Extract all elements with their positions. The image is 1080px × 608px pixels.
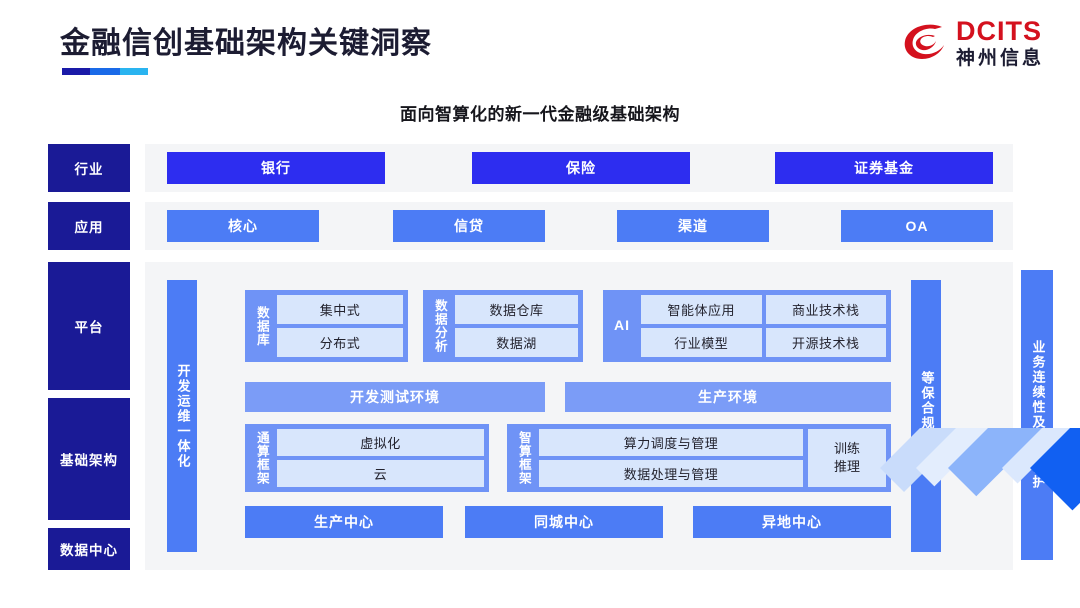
page-title: 金融信创基础架构关键洞察: [60, 27, 432, 60]
industry-chip-securities-fund[interactable]: 证券基金: [775, 152, 993, 184]
sub-item-opensource-tech-stack[interactable]: 开源技术栈: [765, 328, 886, 357]
application-chip-oa[interactable]: OA: [841, 210, 993, 242]
inference-label: 推理: [833, 459, 860, 474]
training-label: 训练: [833, 441, 860, 457]
datacenter-bar-remote[interactable]: 异地中心: [693, 506, 891, 538]
datacenter-bar-production[interactable]: 生产中心: [245, 506, 443, 538]
group-title-data-analysis: 数据分析: [432, 299, 447, 353]
sub-item-distributed[interactable]: 分布式: [277, 328, 403, 357]
page-header: 金融信创基础架构关键洞察 DCITS 神州信息: [0, 0, 1080, 88]
vertical-bar-security-compliance[interactable]: 等保合规安全: [911, 280, 941, 552]
rule-segment-3: [120, 68, 148, 75]
group-intelligent-compute-framework[interactable]: 智算框架 算力调度与管理 数据处理与管理 训练 推理: [507, 424, 891, 492]
rule-segment-1: [62, 68, 90, 75]
logo-wordmark: DCITS 神州信息: [955, 16, 1044, 69]
industry-chip-bank[interactable]: 银行: [167, 152, 385, 184]
group-general-compute-framework[interactable]: 通算框架 虚拟化 云: [245, 424, 489, 492]
group-title-general-compute: 通算框架: [254, 431, 269, 485]
intelligent-compute-main-column: 算力调度与管理 数据处理与管理: [539, 429, 803, 487]
brand-logo: DCITS 神州信息: [902, 18, 1044, 68]
group-ai[interactable]: AI 智能体应用 行业模型 商业技术栈 开源技术栈: [603, 290, 891, 362]
ai-column-right: 商业技术栈 开源技术栈: [765, 295, 886, 357]
diagram-subtitle: 面向智算化的新一代金融级基础架构: [400, 105, 680, 124]
sub-item-virtualization[interactable]: 虚拟化: [277, 429, 484, 456]
group-items-ai: 智能体应用 行业模型 商业技术栈 开源技术栈: [641, 295, 886, 357]
group-data-analysis[interactable]: 数据分析 数据仓库 数据湖: [423, 290, 583, 362]
application-chip-channel[interactable]: 渠道: [617, 210, 769, 242]
group-items-data-analysis: 数据仓库 数据湖: [455, 295, 578, 357]
row-label-platform: 平台: [48, 262, 130, 390]
title-underline-rule: [62, 68, 148, 75]
application-row-panel: 核心 信贷 渠道 OA: [145, 202, 1013, 250]
application-chip-credit[interactable]: 信贷: [393, 210, 545, 242]
group-title-ai: AI: [614, 317, 630, 334]
platform-infrastructure-panel: 开发运维一体化 等保合规安全 数据库 集中式 分布式 数据分析 数据仓库 数据湖…: [145, 262, 1013, 570]
sub-item-commercial-tech-stack[interactable]: 商业技术栈: [765, 295, 886, 324]
sub-item-data-warehouse[interactable]: 数据仓库: [455, 295, 578, 324]
sub-item-training-inference[interactable]: 训练 推理: [808, 429, 886, 487]
sub-item-compute-scheduling[interactable]: 算力调度与管理: [539, 429, 803, 456]
group-title-database: 数据库: [254, 305, 269, 347]
group-items-database: 集中式 分布式: [277, 295, 403, 357]
dcits-swoosh-icon: [902, 21, 948, 65]
industry-chip-insurance[interactable]: 保险: [472, 152, 690, 184]
ai-column-left: 智能体应用 行业模型: [641, 295, 762, 357]
sub-item-cloud[interactable]: 云: [277, 460, 484, 487]
group-items-general-compute: 虚拟化 云: [277, 429, 484, 487]
sub-item-data-processing[interactable]: 数据处理与管理: [539, 460, 803, 487]
group-items-intelligent-compute: 算力调度与管理 数据处理与管理 训练 推理: [539, 429, 886, 487]
sub-item-agent-application[interactable]: 智能体应用: [641, 295, 762, 324]
vertical-bar-business-continuity[interactable]: 业务连续性及数据保护: [1021, 270, 1053, 560]
rule-segment-2: [90, 68, 120, 75]
logo-text-en: DCITS: [955, 16, 1042, 46]
group-database[interactable]: 数据库 集中式 分布式: [245, 290, 408, 362]
sub-item-industry-model[interactable]: 行业模型: [641, 328, 762, 357]
sub-item-centralized[interactable]: 集中式: [277, 295, 403, 324]
industry-row-panel: 银行 保险 证券基金: [145, 144, 1013, 192]
row-label-infrastructure: 基础架构: [48, 398, 130, 520]
env-bar-dev-test[interactable]: 开发测试环境: [245, 382, 545, 412]
sub-item-data-lake[interactable]: 数据湖: [455, 328, 578, 357]
env-bar-production[interactable]: 生产环境: [565, 382, 891, 412]
row-label-application: 应用: [48, 202, 130, 250]
vertical-bar-devops[interactable]: 开发运维一体化: [167, 280, 197, 552]
logo-text-cn: 神州信息: [955, 48, 1044, 69]
group-title-intelligent-compute: 智算框架: [516, 431, 531, 485]
datacenter-bar-metro[interactable]: 同城中心: [465, 506, 663, 538]
row-label-datacenter: 数据中心: [48, 528, 130, 570]
application-chip-core[interactable]: 核心: [167, 210, 319, 242]
row-label-industry: 行业: [48, 144, 130, 192]
